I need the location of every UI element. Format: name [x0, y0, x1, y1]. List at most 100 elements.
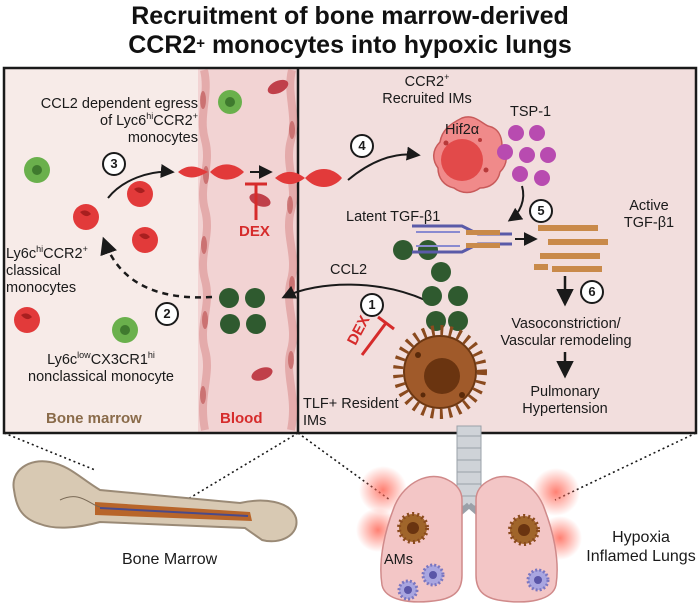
ccr2-label-superscript: + [444, 72, 450, 82]
nonclassical-monocyte [218, 90, 242, 114]
inflammation-glow [532, 468, 580, 516]
vasoconstriction-label: Vasoconstriction/ Vascular remodeling [482, 316, 650, 350]
egress-label-prefix: of Lyc6 [100, 113, 147, 129]
classical-monocyte-label: Ly6chiCCR2+ classical monocytes [6, 244, 88, 297]
nonclassical-monocyte [24, 157, 50, 183]
migrating-monocyte [275, 171, 305, 185]
step-5-marker: 5 [529, 199, 553, 223]
hypoxia-label-line-2: Inflamed Lungs [586, 548, 696, 565]
ccl2-label: CCL2 [330, 262, 368, 278]
classical-label-superscript: hi [36, 244, 44, 254]
tlf-label-line-2: IMs [303, 413, 327, 429]
ams-label: AMs [384, 552, 413, 568]
tlf-resident-ims-label: TLF+ Resident IMs [303, 396, 399, 430]
ccl2-dot [246, 314, 266, 334]
dex-inhibition-blood [245, 182, 267, 220]
title-superscript: + [196, 35, 206, 52]
ph-label-line-1: Pulmonary [530, 384, 600, 400]
pulmonary-hypertension-label: Pulmonary Hypertension [505, 384, 625, 418]
ccl2-dot [448, 286, 468, 306]
ccl2-dot [448, 311, 468, 331]
recruitment-arrow [347, 146, 421, 181]
egress-label-line-3: monocytes [127, 130, 198, 146]
femur-bone [12, 460, 298, 543]
ccl2-dot [245, 288, 265, 308]
active-tgf-label-line-1: Active [629, 198, 669, 214]
step-3-marker: 3 [102, 152, 126, 176]
bone-marrow-panel-label: Bone marrow [46, 410, 142, 427]
blood-panel-label: Blood [220, 410, 263, 427]
dex-inhibition-lung [360, 315, 395, 356]
migrating-monocyte [210, 164, 244, 180]
migrating-monocyte [178, 166, 208, 178]
vasoconstriction-label-line-2: Vascular remodeling [500, 333, 632, 349]
tsp1-dot [529, 125, 545, 141]
tsp1-activation-arrow [507, 185, 525, 222]
panel-frame [2, 66, 698, 435]
zoom-line [177, 432, 299, 506]
resident-interstitial-macrophage [393, 325, 487, 419]
ccl2-arrow [281, 283, 426, 301]
ccl2-dot [219, 288, 239, 308]
classical-label-middle: CCR2 [43, 246, 83, 262]
nonclassical-label-middle: CX3CR1 [90, 352, 148, 368]
classical-label-superscript-2: + [82, 244, 88, 254]
recruitment-dashed-arrow [100, 236, 213, 299]
step-1-marker: 1 [360, 293, 384, 317]
nonclassical-label-superscript: low [77, 350, 91, 360]
egress-label-line-1: CCL2 dependent egress [40, 96, 198, 112]
lung-immune-cell [421, 563, 445, 587]
tsp1-dot [534, 170, 550, 186]
latent-tgf-beta1-complex [412, 224, 512, 254]
ccr2-label-line-1: CCR2+ [362, 72, 492, 91]
alveolar-macrophage [397, 512, 429, 544]
migrating-monocyte [305, 168, 342, 188]
ccl2-dot [220, 314, 240, 334]
recruited-interstitial-macrophage [433, 116, 507, 194]
lung-tissue-panel [298, 68, 696, 433]
active-tgf-label: Active TGF-β1 [605, 198, 693, 232]
red-blood-cell [267, 79, 289, 95]
latent-tgf-label: Latent TGF-β1 [346, 209, 441, 225]
dex-label-blood: DEX [239, 223, 270, 240]
ccr2-label-line-2: Recruited IMs [382, 91, 472, 107]
egress-label: CCL2 dependent egress of Lyc6hiCCR2+ mon… [8, 96, 198, 147]
vessel-wall-left [198, 69, 212, 431]
active-tgf-label-line-2: TGF-β1 [623, 215, 675, 231]
lung-immune-cell [397, 579, 419, 601]
classical-monocyte [127, 181, 153, 207]
tlf-label-line-1: TLF+ Resident [303, 396, 399, 412]
egress-label-superscript: hi [146, 111, 154, 121]
hif2a-label: Hif2α [445, 122, 480, 138]
vasoconstriction-label-line-1: Vasoconstriction/ [511, 316, 621, 332]
title-line-2-end: monocytes into hypoxic lungs [205, 31, 572, 59]
blood-vessel-panel [198, 68, 298, 433]
classical-label-line-1: Ly6chiCCR2+ [6, 244, 88, 263]
tsp1-dot [497, 144, 513, 160]
tsp1-label: TSP-1 [510, 104, 552, 120]
zoom-line [297, 432, 391, 501]
alveolar-macrophage [508, 514, 540, 546]
egress-arrow [107, 164, 175, 199]
ccl2-dot [422, 286, 442, 306]
egress-label-line-2: of Lyc6hiCCR2+ [8, 111, 198, 130]
classical-monocyte [132, 227, 158, 253]
ccr2-label-text: CCR2 [404, 74, 445, 90]
title-line-2: CCR2+ monocytes into hypoxic lungs [0, 31, 700, 60]
inflammation-glow [359, 466, 407, 514]
step-2-marker: 2 [155, 302, 179, 326]
tsp1-dot [512, 166, 528, 182]
nonclassical-label-prefix: Ly6c [47, 352, 78, 368]
figure-title: Recruitment of bone marrow-derived CCR2+… [0, 2, 700, 60]
classical-label-line-2: classical [6, 263, 61, 279]
red-blood-cell [251, 367, 273, 381]
tsp1-dot [508, 125, 524, 141]
title-line-2-start: CCR2 [128, 31, 197, 59]
lung-immune-cell [526, 568, 550, 592]
bone-marrow-caption: Bone Marrow [122, 551, 218, 568]
egress-label-middle: CCR2 [153, 113, 193, 129]
classical-monocyte [73, 204, 99, 230]
nonclassical-label-superscript-2: hi [147, 350, 155, 360]
